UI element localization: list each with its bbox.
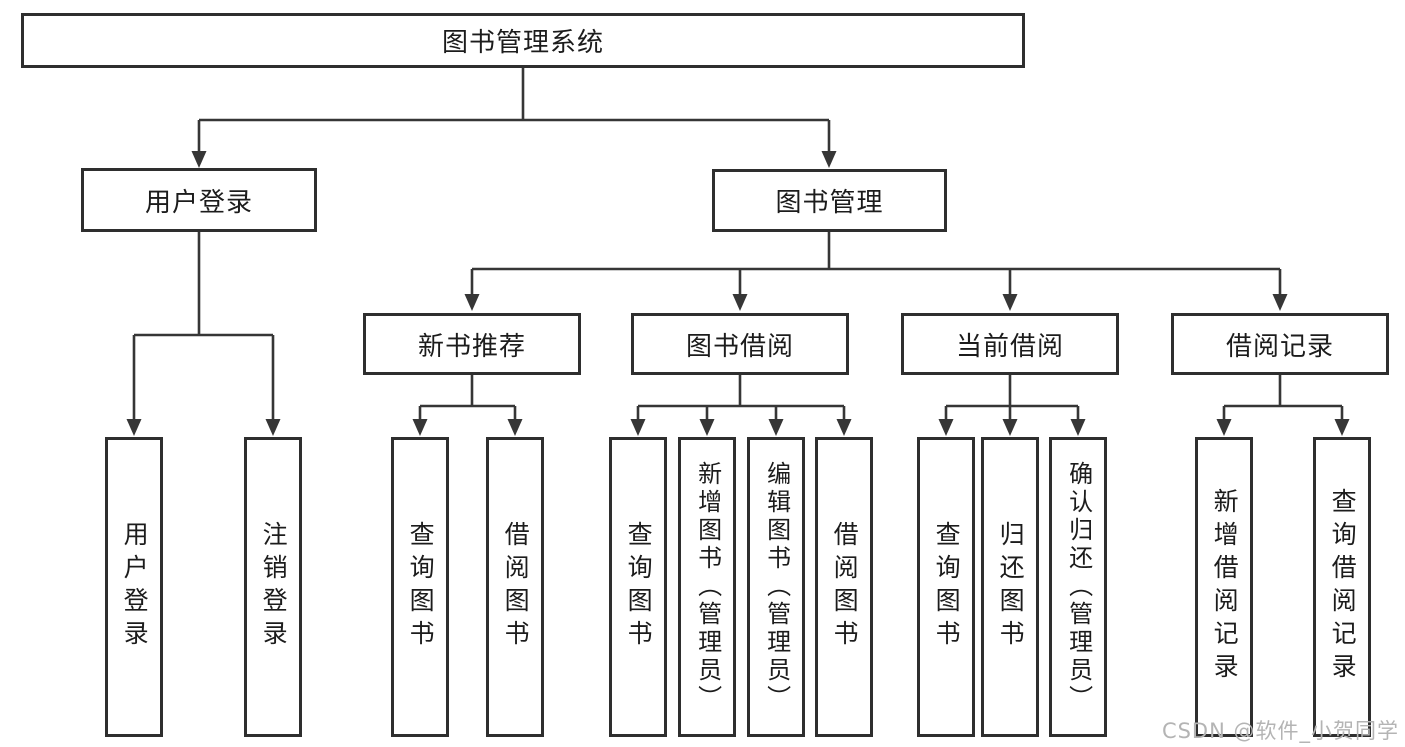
leaf-borrowing-edit-books-admin: 编辑图书（管理员） — [747, 437, 805, 737]
leaf-current-query-books: 查询图书 — [917, 437, 975, 737]
node-root: 图书管理系统 — [21, 13, 1025, 68]
node-current-borrowing: 当前借阅 — [901, 313, 1119, 375]
node-book-borrowing: 图书借阅 — [631, 313, 849, 375]
leaf-borrowing-borrow-books: 借阅图书 — [815, 437, 873, 737]
leaf-login-user-login: 用户登录 — [105, 437, 163, 737]
leaf-recommend-borrow-books: 借阅图书 — [486, 437, 544, 737]
leaf-current-confirm-return-admin: 确认归还（管理员） — [1049, 437, 1107, 737]
leaf-borrowing-add-books-admin: 新增图书（管理员） — [678, 437, 736, 737]
leaf-recommend-query-books: 查询图书 — [391, 437, 449, 737]
leaf-borrowing-query-books: 查询图书 — [609, 437, 667, 737]
node-user-login: 用户登录 — [81, 168, 317, 232]
node-new-book-recommend: 新书推荐 — [363, 313, 581, 375]
leaf-current-return-books: 归还图书 — [981, 437, 1039, 737]
arrowheads — [126, 151, 1350, 436]
leaf-login-logout: 注销登录 — [244, 437, 302, 737]
csdn-watermark: CSDN @软件_小贺同学 — [1161, 719, 1399, 743]
leaf-records-query-record: 查询借阅记录 — [1313, 437, 1371, 737]
node-borrowing-records: 借阅记录 — [1171, 313, 1389, 375]
node-book-management: 图书管理 — [712, 169, 947, 232]
leaf-records-add-record: 新增借阅记录 — [1195, 437, 1253, 737]
